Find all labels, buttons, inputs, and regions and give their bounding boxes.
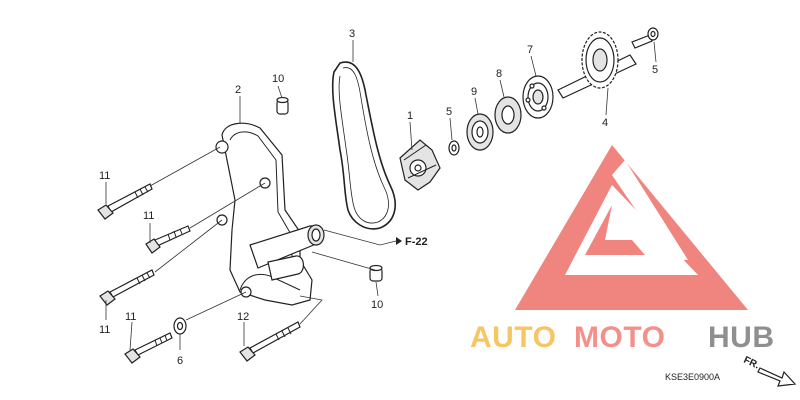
watermark-diagonal (612, 160, 688, 260)
watermark-moto-text: MOTO (574, 321, 665, 354)
callout-11-c: 11 (99, 324, 110, 336)
callout-1: 1 (407, 110, 413, 122)
bolt-11-b (145, 225, 191, 254)
direction-label: FR. (742, 355, 761, 372)
seal-8 (494, 96, 522, 134)
pump-shaft-gear (557, 31, 653, 99)
dowel-pin-upper (276, 96, 289, 115)
watermark-auto-text: AUTO (470, 321, 556, 354)
washer-5-right (647, 27, 659, 41)
callout-2: 2 (235, 84, 241, 96)
front-direction-indicator: FR. (742, 355, 797, 387)
bearing-9 (466, 113, 494, 151)
washer-5-left (448, 140, 460, 156)
callout-10-upper: 10 (272, 73, 284, 85)
bearing-7 (522, 75, 554, 119)
pump-cover (215, 122, 325, 306)
callout-8: 8 (496, 68, 502, 80)
bolt-11-a (97, 183, 153, 220)
callout-10-lower: 10 (371, 299, 383, 311)
bolt-11-c (99, 269, 155, 306)
watermark-logo: AUTO MOTO HUB (470, 145, 775, 354)
washer-6 (173, 317, 187, 335)
callout-labels: 3 2 10 1 5 9 8 7 4 5 11 11 11 11 6 12 10… (99, 28, 658, 367)
callout-11-d: 11 (125, 311, 136, 323)
gasket (331, 61, 396, 230)
callout-11-a: 11 (99, 170, 110, 182)
callout-11-b: 11 (143, 210, 154, 222)
callout-5-right: 5 (652, 64, 658, 76)
bolt-11-d (124, 332, 173, 364)
watermark-hub-text: HUB (708, 321, 775, 354)
watermark-triangle-outer (515, 145, 748, 310)
callout-7: 7 (527, 44, 533, 56)
callout-5-left: 5 (446, 106, 452, 118)
reference-f22: F-22 (405, 236, 428, 248)
watermark-triangle-inner (585, 205, 645, 255)
gasket-inner-line (338, 67, 389, 224)
front-arrow-icon (757, 367, 797, 387)
impeller (399, 139, 441, 191)
dowel-pin-lower (369, 264, 383, 282)
leader-lines (105, 40, 657, 351)
bolt-12 (239, 321, 301, 362)
diagram-code: KSE3E0900A (665, 372, 720, 382)
callout-3: 3 (349, 28, 355, 40)
callout-6: 6 (177, 355, 183, 367)
callout-9: 9 (471, 86, 477, 98)
callout-12: 12 (237, 311, 249, 323)
callout-4: 4 (602, 117, 608, 129)
